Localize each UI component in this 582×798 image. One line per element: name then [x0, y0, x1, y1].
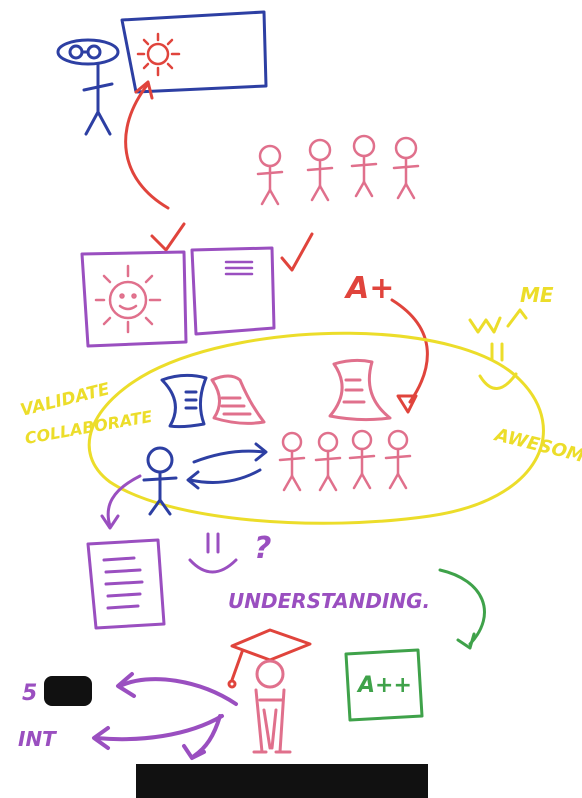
- teacher-figure-small-icon: [142, 446, 178, 516]
- stick-figure-icon: [278, 431, 306, 492]
- notes-document-icon: [86, 538, 166, 630]
- arrow-to-five: [118, 677, 238, 706]
- arrowhead: [92, 726, 110, 750]
- arrow-to-int: [94, 714, 224, 742]
- five-label: 5: [22, 681, 37, 706]
- teacher-figure-icon: [56, 38, 120, 136]
- arrowhead: [134, 80, 154, 100]
- arrowhead: [186, 470, 200, 490]
- graduate-figure-icon: [252, 659, 292, 754]
- blue-document-icon: [160, 373, 208, 429]
- stick-figure-icon: [392, 136, 420, 200]
- curved-arrow-green: [438, 568, 486, 646]
- pink-document-large-icon: [328, 358, 392, 422]
- students-group-top: [256, 134, 420, 206]
- grade-a-plus: A+: [344, 271, 394, 306]
- stick-figure-icon: [348, 429, 376, 490]
- smiley-me-icon: [468, 308, 528, 390]
- checkmark-icon: [280, 232, 314, 272]
- document-card-icon: [190, 246, 276, 336]
- stick-figure-icon: [314, 431, 342, 492]
- stick-figure-icon: [256, 144, 284, 206]
- understanding-label: UNDERSTANDING.: [228, 589, 430, 613]
- collaboration-ellipse: [87, 331, 545, 525]
- stick-figure-icon: [306, 138, 334, 202]
- sun-icon: [136, 32, 181, 77]
- students-group-ellipse: [278, 429, 412, 492]
- curved-arrow-down: [390, 298, 429, 404]
- arrowhead: [100, 514, 120, 530]
- redaction-bar-icon: [136, 764, 428, 798]
- stick-figure-icon: [350, 134, 378, 198]
- checkmark-icon: [150, 222, 186, 252]
- arrowhead: [182, 744, 206, 760]
- grade-box: [344, 648, 424, 722]
- me-label: ME: [520, 283, 554, 307]
- exchange-arrow-right: [192, 449, 266, 464]
- thinking-smiley-icon: [188, 532, 238, 574]
- redaction-box-icon: [44, 676, 92, 706]
- int-label: INT: [18, 727, 57, 751]
- curved-arrow-up: [124, 82, 170, 210]
- arrowhead: [396, 394, 418, 414]
- sun-card-icon: [80, 250, 188, 348]
- presentation-screen-icon: [120, 10, 268, 94]
- arrowhead: [456, 632, 476, 650]
- graduation-cap-icon: [227, 628, 312, 689]
- awesome-label: AWESOME: [491, 424, 582, 470]
- pink-document-icon: [210, 374, 266, 425]
- exchange-arrow-left: [188, 468, 262, 484]
- curved-arrow-to-document: [106, 474, 142, 528]
- arrowhead: [116, 672, 136, 698]
- question-mark: ?: [254, 531, 271, 566]
- stick-figure-icon: [384, 429, 412, 490]
- arrowhead: [254, 442, 268, 462]
- grade-a-plus-plus: A++: [356, 673, 412, 698]
